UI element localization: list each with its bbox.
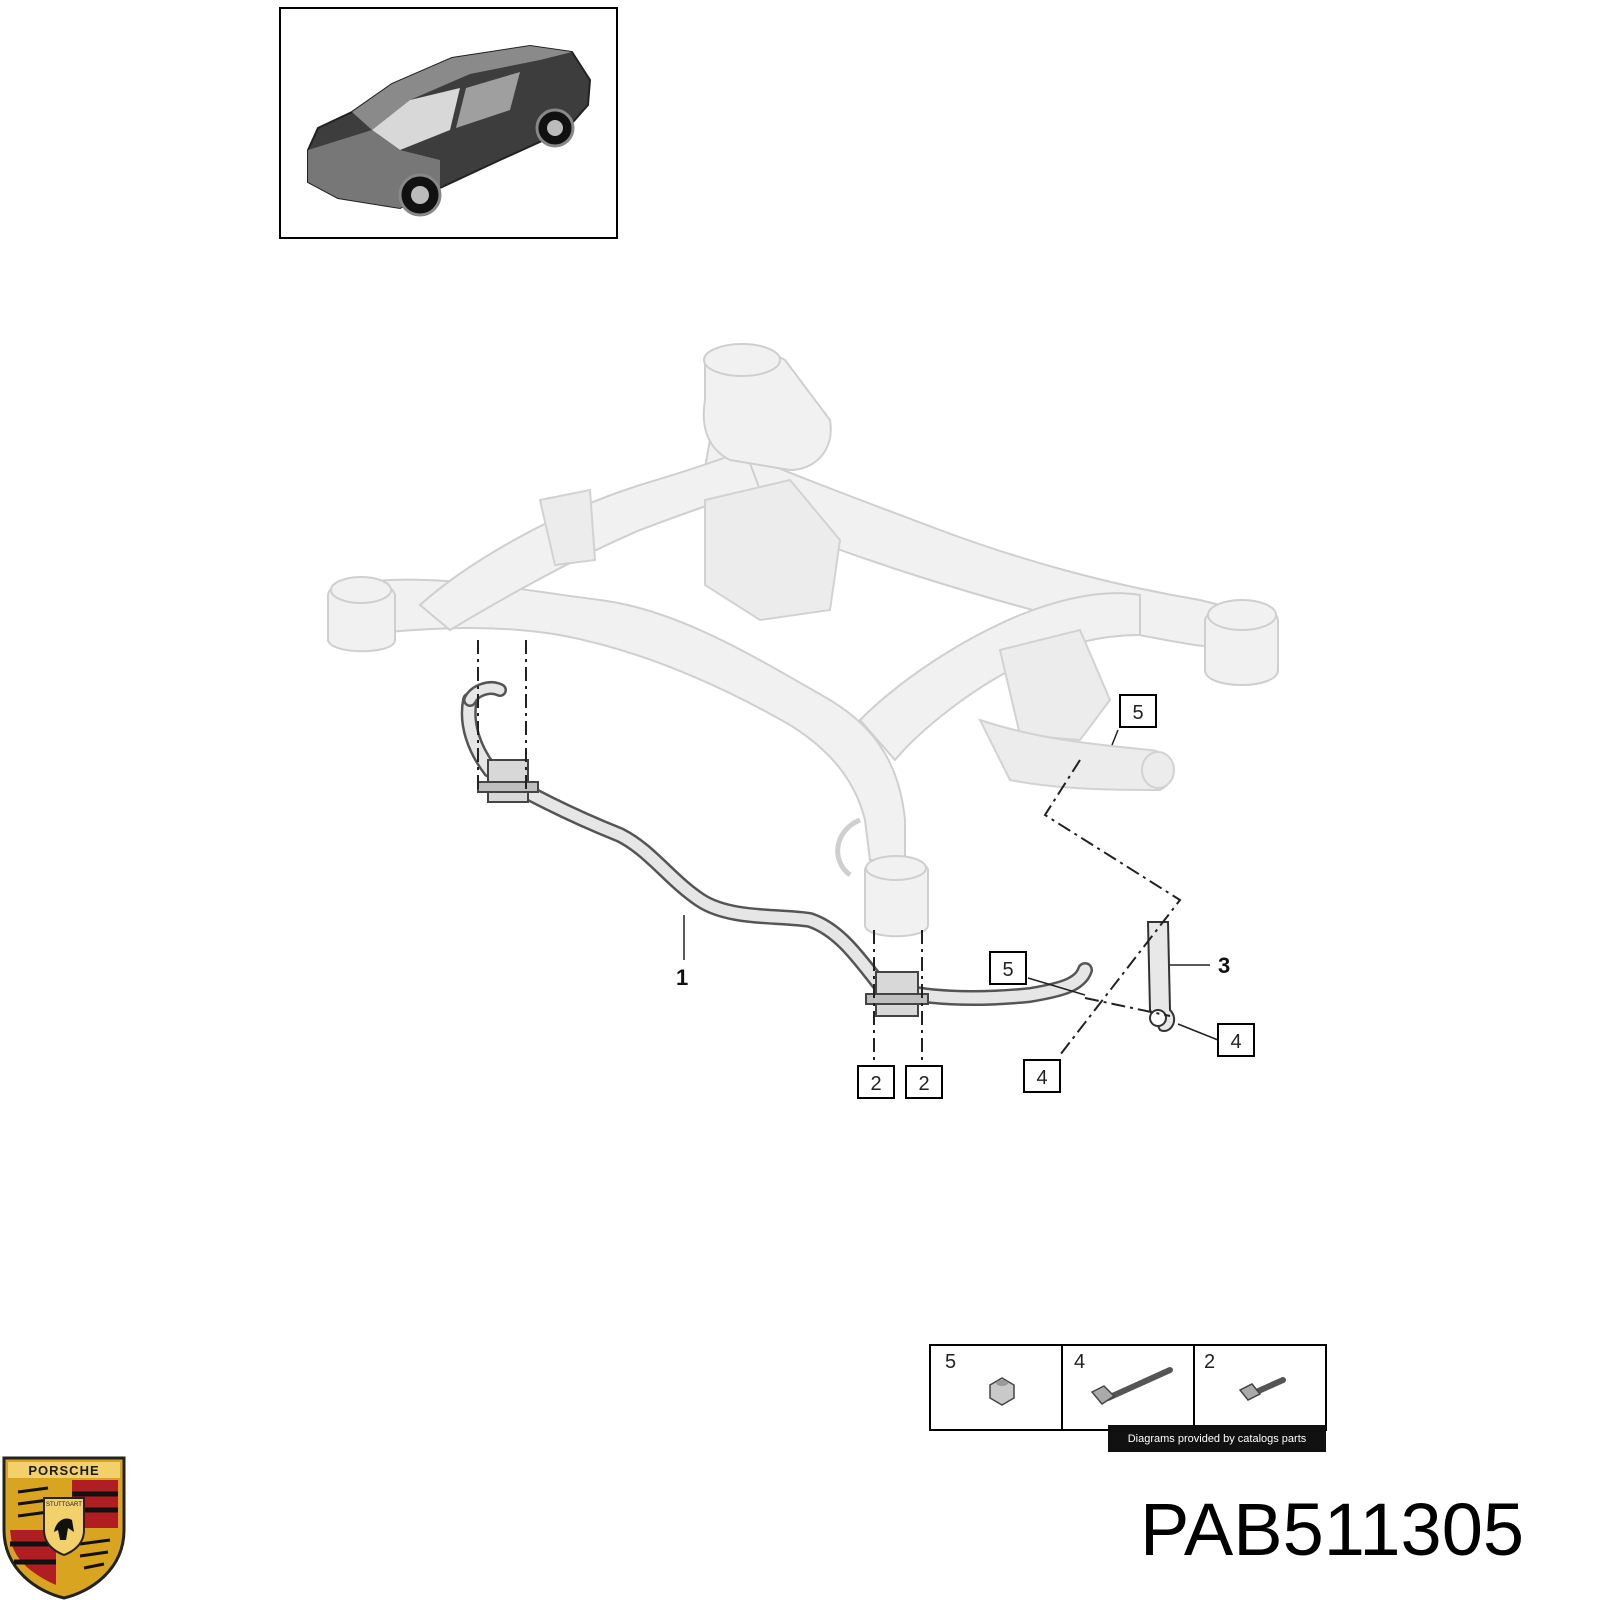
callout-5-top: 5 <box>1119 694 1157 728</box>
svg-text:1: 1 <box>676 965 688 990</box>
short-bolt-icon <box>1238 1377 1286 1401</box>
callout-4-right: 4 <box>1217 1023 1255 1057</box>
suv-icon <box>307 44 592 217</box>
svg-text:PORSCHE: PORSCHE <box>28 1463 99 1478</box>
callout-2-left: 2 <box>857 1065 895 1099</box>
part-number: PAB511305 <box>1140 1488 1524 1571</box>
rear-subframe <box>327 343 1279 938</box>
vehicle-thumbnail <box>279 7 618 239</box>
leader-lines <box>683 729 1219 1041</box>
drop-link <box>1146 921 1176 1032</box>
svg-text:4: 4 <box>1230 1031 1241 1053</box>
svg-text:STUTTGART: STUTTGART <box>46 1502 82 1508</box>
callout-3: 3 <box>1218 953 1230 978</box>
svg-text:5: 5 <box>1002 959 1013 981</box>
callout-4-left: 4 <box>1023 1059 1061 1093</box>
svg-text:2: 2 <box>1204 1351 1215 1373</box>
fastener-legend: 5 4 2 Diagrams provided by catalogs part… <box>929 1344 1327 1452</box>
callout-5-bottom: 5 <box>989 951 1027 985</box>
svg-text:4: 4 <box>1074 1351 1085 1373</box>
nut-icon <box>989 1377 1015 1406</box>
bushing-left <box>477 759 539 803</box>
assembly-lines <box>477 640 1182 1060</box>
long-bolt-icon <box>1090 1367 1173 1405</box>
svg-text:5: 5 <box>945 1351 956 1373</box>
svg-text:4: 4 <box>1036 1067 1047 1089</box>
porsche-crest-logo: PORSCHE STUTTGART <box>2 1456 126 1600</box>
svg-text:2: 2 <box>918 1073 929 1095</box>
svg-text:Diagrams provided by catalogs: Diagrams provided by catalogs parts <box>1128 1433 1307 1445</box>
svg-text:3: 3 <box>1218 953 1230 978</box>
svg-text:5: 5 <box>1132 702 1143 724</box>
callout-1: 1 <box>676 965 688 990</box>
callout-2-right: 2 <box>905 1065 943 1099</box>
bushing-right <box>865 971 929 1017</box>
svg-text:2: 2 <box>870 1073 881 1095</box>
